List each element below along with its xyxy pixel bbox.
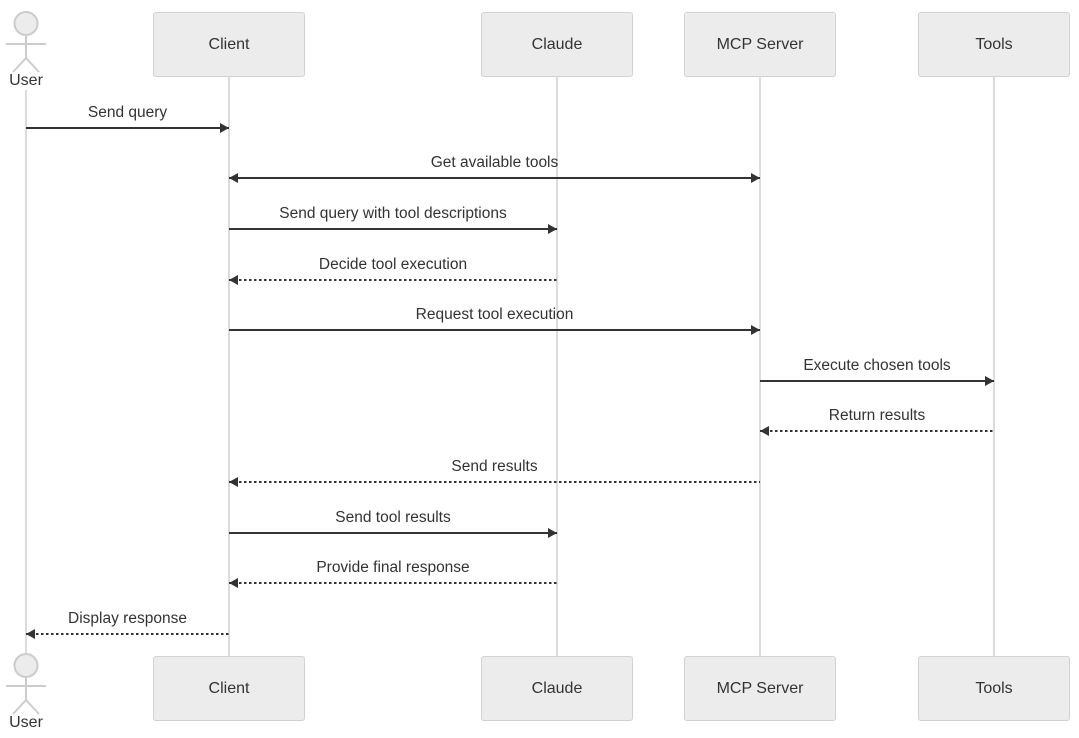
message-line-8 xyxy=(229,532,557,534)
message-line-5 xyxy=(760,380,994,382)
participant-label: Tools xyxy=(975,35,1013,53)
participant-box-claude-top: Claude xyxy=(481,12,633,77)
message-label: Send query xyxy=(87,104,168,121)
message-line-7 xyxy=(229,481,760,483)
arrowhead xyxy=(751,173,760,183)
participant-label: Tools xyxy=(975,679,1013,697)
arrowhead xyxy=(229,275,238,285)
message-line-6 xyxy=(760,430,994,432)
message-label: Send tool results xyxy=(335,509,451,526)
arrowhead xyxy=(751,325,760,335)
lifeline-tools xyxy=(993,77,995,656)
arrowhead xyxy=(229,477,238,487)
message-label: Send results xyxy=(451,458,538,475)
participant-box-mcp-server-top: MCP Server xyxy=(684,12,836,77)
participant-label: MCP Server xyxy=(716,35,804,53)
arrowhead xyxy=(548,528,557,538)
message-line-9 xyxy=(229,582,557,584)
message-line-3 xyxy=(229,279,557,281)
participant-label: Client xyxy=(208,679,250,697)
participant-label: MCP Server xyxy=(716,679,804,697)
participant-label: Claude xyxy=(531,35,583,53)
lifeline-claude xyxy=(556,77,558,656)
actor-figure-user-top xyxy=(0,11,52,73)
participant-box-client-top: Client xyxy=(153,12,305,77)
message-label: Display response xyxy=(68,610,187,627)
arrowhead xyxy=(229,173,238,183)
message-line-1 xyxy=(229,177,760,179)
message-line-0 xyxy=(26,127,229,129)
message-label: Execute chosen tools xyxy=(803,357,951,374)
arrowhead xyxy=(26,629,35,639)
lifeline-mcp-server xyxy=(759,77,761,656)
lifeline-user xyxy=(25,90,27,653)
message-label: Request tool execution xyxy=(415,306,574,323)
participant-box-client-bottom: Client xyxy=(153,656,305,721)
actor-label-user-bottom: User xyxy=(9,714,43,731)
actor-label-user-top: User xyxy=(9,72,43,89)
person-icon xyxy=(6,11,46,73)
person-icon xyxy=(6,653,46,715)
participant-box-tools-bottom: Tools xyxy=(918,656,1070,721)
message-line-10 xyxy=(26,633,229,635)
message-label: Return results xyxy=(828,407,926,424)
arrowhead xyxy=(548,224,557,234)
message-label: Send query with tool descriptions xyxy=(279,205,507,222)
message-label: Decide tool execution xyxy=(318,256,468,273)
participant-box-tools-top: Tools xyxy=(918,12,1070,77)
lifeline-client xyxy=(228,77,230,656)
participant-label: Claude xyxy=(531,679,583,697)
message-line-2 xyxy=(229,228,557,230)
participant-box-claude-bottom: Claude xyxy=(481,656,633,721)
actor-figure-user-bottom xyxy=(0,653,52,715)
message-label: Get available tools xyxy=(430,154,559,171)
arrowhead xyxy=(985,376,994,386)
message-line-4 xyxy=(229,329,760,331)
arrowhead xyxy=(229,578,238,588)
arrowhead xyxy=(760,426,769,436)
arrowhead xyxy=(220,123,229,133)
participant-label: Client xyxy=(208,35,250,53)
participant-box-mcp-server-bottom: MCP Server xyxy=(684,656,836,721)
message-label: Provide final response xyxy=(316,559,470,576)
